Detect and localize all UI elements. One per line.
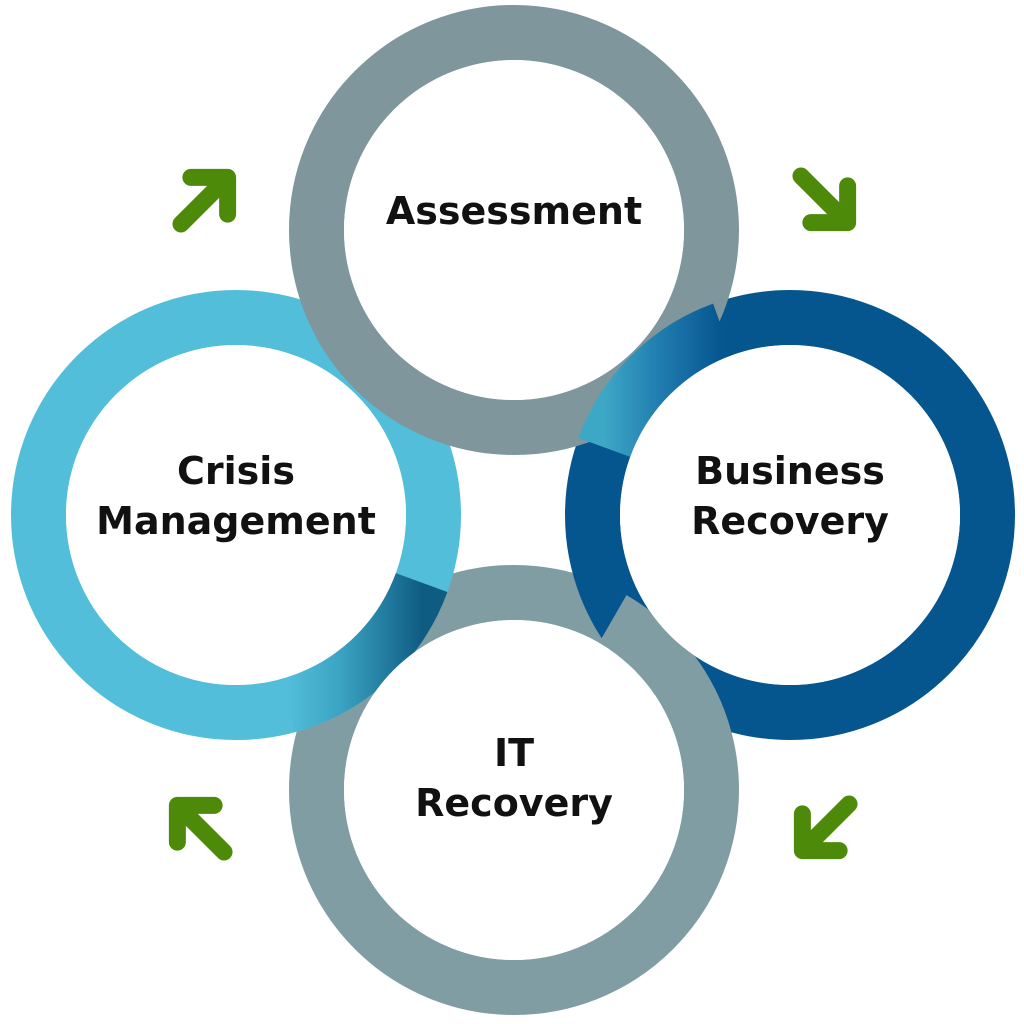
disc-right <box>620 345 960 685</box>
ring-right <box>565 290 1015 740</box>
overlap-left-over-bottom <box>279 572 448 733</box>
overlap-right-over-top <box>578 303 733 458</box>
ring-left <box>11 290 461 740</box>
cycle-arrows <box>168 167 858 861</box>
disc-left <box>66 345 406 685</box>
arrow-down-left-icon <box>793 795 858 860</box>
ring-overlaps <box>279 273 733 747</box>
node-label-line: Recovery <box>691 499 889 543</box>
ring-bottom <box>289 565 739 1015</box>
node-label-top: Assessment <box>386 189 642 233</box>
node-label-bottom: IT Recovery <box>415 731 613 825</box>
overlap-bottom-over-right <box>598 595 732 747</box>
node-label-line: Assessment <box>386 189 642 233</box>
disc-top <box>344 60 684 400</box>
arrow-up-right-icon <box>172 168 237 233</box>
node-label-line: Crisis <box>177 449 295 493</box>
node-label-line: Management <box>96 499 376 543</box>
node-label-line: IT <box>494 731 534 775</box>
rings-layer <box>11 5 1015 1015</box>
node-label-line: Recovery <box>415 781 613 825</box>
overlap-top-over-left <box>296 273 443 434</box>
ring-top <box>289 5 739 455</box>
disc-bottom <box>344 620 684 960</box>
arrow-down-right-icon <box>792 167 857 232</box>
arrow-up-left-icon <box>168 796 233 861</box>
node-discs <box>66 60 960 960</box>
node-label-line: Business <box>695 449 885 493</box>
